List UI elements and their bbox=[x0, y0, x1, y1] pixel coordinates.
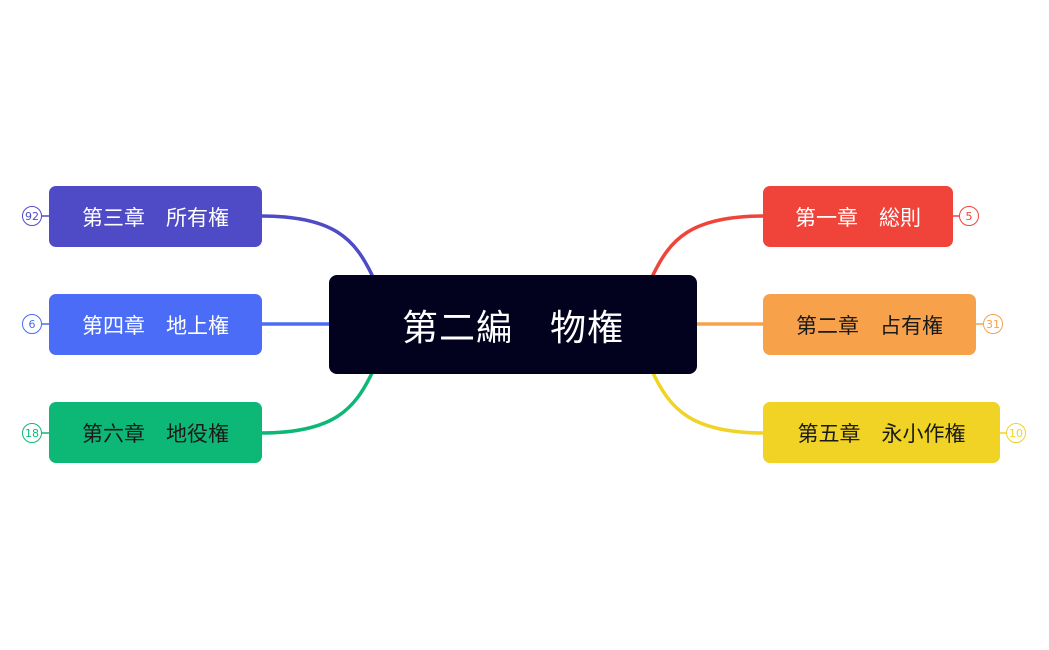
topic-chapter-1[interactable]: 第一章 総則 bbox=[763, 186, 953, 247]
collapse-count-badge[interactable]: 18 bbox=[22, 423, 42, 443]
connector-ch5 bbox=[651, 371, 766, 435]
connector-ch6 bbox=[259, 371, 374, 435]
topic-chapter-4[interactable]: 第四章 地上権 bbox=[49, 294, 262, 355]
topic-label: 第三章 所有権 bbox=[82, 205, 229, 230]
topic-chapter-2[interactable]: 第二章 占有権 bbox=[763, 294, 976, 355]
collapse-count-badge[interactable]: 92 bbox=[22, 206, 42, 226]
connector-ch1 bbox=[651, 214, 766, 277]
topic-label: 第一章 総則 bbox=[795, 205, 921, 230]
topic-label: 第五章 永小作権 bbox=[797, 421, 966, 446]
collapse-count-badge[interactable]: 5 bbox=[959, 206, 979, 226]
connector-ch3 bbox=[259, 214, 374, 277]
topic-label: 第二章 占有権 bbox=[796, 313, 943, 338]
collapse-count-badge[interactable]: 10 bbox=[1006, 423, 1026, 443]
topic-chapter-6[interactable]: 第六章 地役権 bbox=[49, 402, 262, 463]
root-topic[interactable]: 第二編 物権 bbox=[329, 275, 697, 374]
topic-label: 第四章 地上権 bbox=[82, 313, 229, 338]
collapse-count-badge[interactable]: 31 bbox=[983, 314, 1003, 334]
root-topic-label: 第二編 物権 bbox=[401, 307, 624, 349]
topic-label: 第六章 地役権 bbox=[82, 421, 229, 446]
topic-chapter-3[interactable]: 第三章 所有権 bbox=[49, 186, 262, 247]
topic-chapter-5[interactable]: 第五章 永小作権 bbox=[763, 402, 1000, 463]
collapse-count-badge[interactable]: 6 bbox=[22, 314, 42, 334]
